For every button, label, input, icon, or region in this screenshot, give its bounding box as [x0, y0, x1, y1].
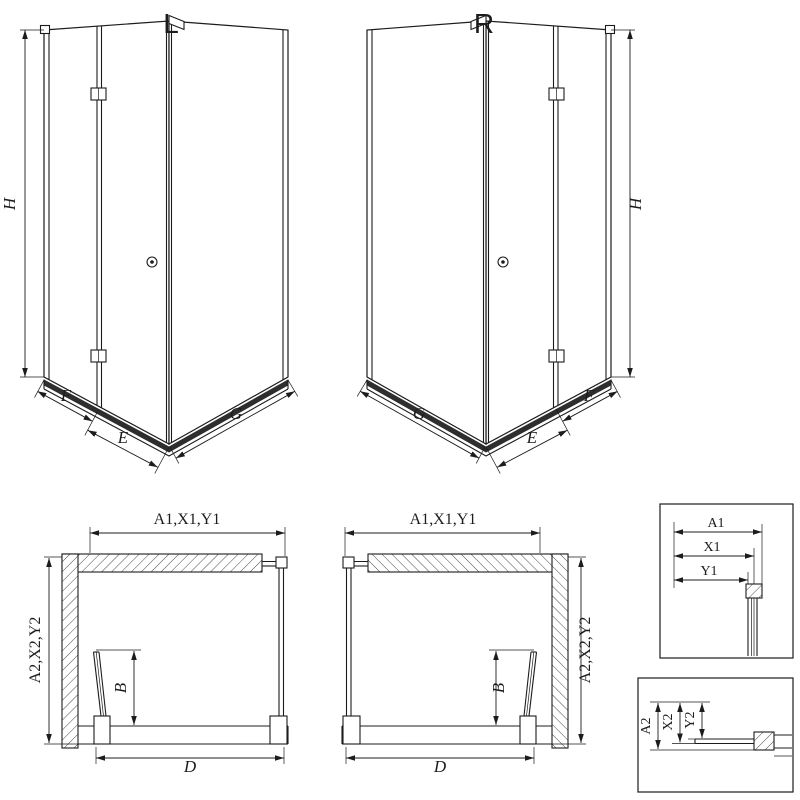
plan-left-opening-dim-label: D — [183, 757, 197, 776]
detail-depth-x2-label: X2 — [661, 713, 676, 730]
plan-right-depth-dim-label: A2,X2,Y2 — [577, 617, 594, 684]
plan-view-right — [342, 527, 586, 764]
iso-right-side-dim-label: G — [413, 404, 425, 423]
detail-width-box — [659, 503, 794, 659]
plan-right-width-dim-label: A1,X1,Y1 — [410, 511, 477, 528]
iso-left-height-dim-label: H — [0, 196, 19, 211]
detail-width-a1-label: A1 — [707, 516, 724, 531]
plan-right-opening-dim-label: D — [433, 757, 447, 776]
plan-view-left — [44, 527, 288, 764]
detail-width-y1-label: Y1 — [700, 564, 717, 579]
detail-depth-box — [637, 677, 794, 793]
detail-width-x1-label: X1 — [703, 540, 720, 555]
detail-depth-y2-label: Y2 — [683, 711, 698, 728]
iso-right-door-dim-label: E — [526, 428, 538, 447]
iso-left-fixed-dim-label: F — [60, 386, 72, 405]
iso-left-variant-label: L — [163, 8, 179, 39]
detail-depth-a2-label: A2 — [639, 717, 654, 734]
plan-left-width-dim-label: A1,X1,Y1 — [154, 511, 221, 528]
plan-right-door-swing-dim-label: B — [489, 682, 508, 693]
iso-right-height-dim-label: H — [626, 196, 645, 211]
plan-left-depth-dim-label: A2,X2,Y2 — [27, 617, 44, 684]
iso-right-fixed-dim-label: F — [583, 386, 595, 405]
iso-left-door-dim-label: E — [117, 428, 129, 447]
iso-right-variant-label: R — [474, 8, 494, 39]
iso-left-side-dim-label: G — [230, 404, 242, 423]
plan-left-door-swing-dim-label: B — [111, 682, 130, 693]
